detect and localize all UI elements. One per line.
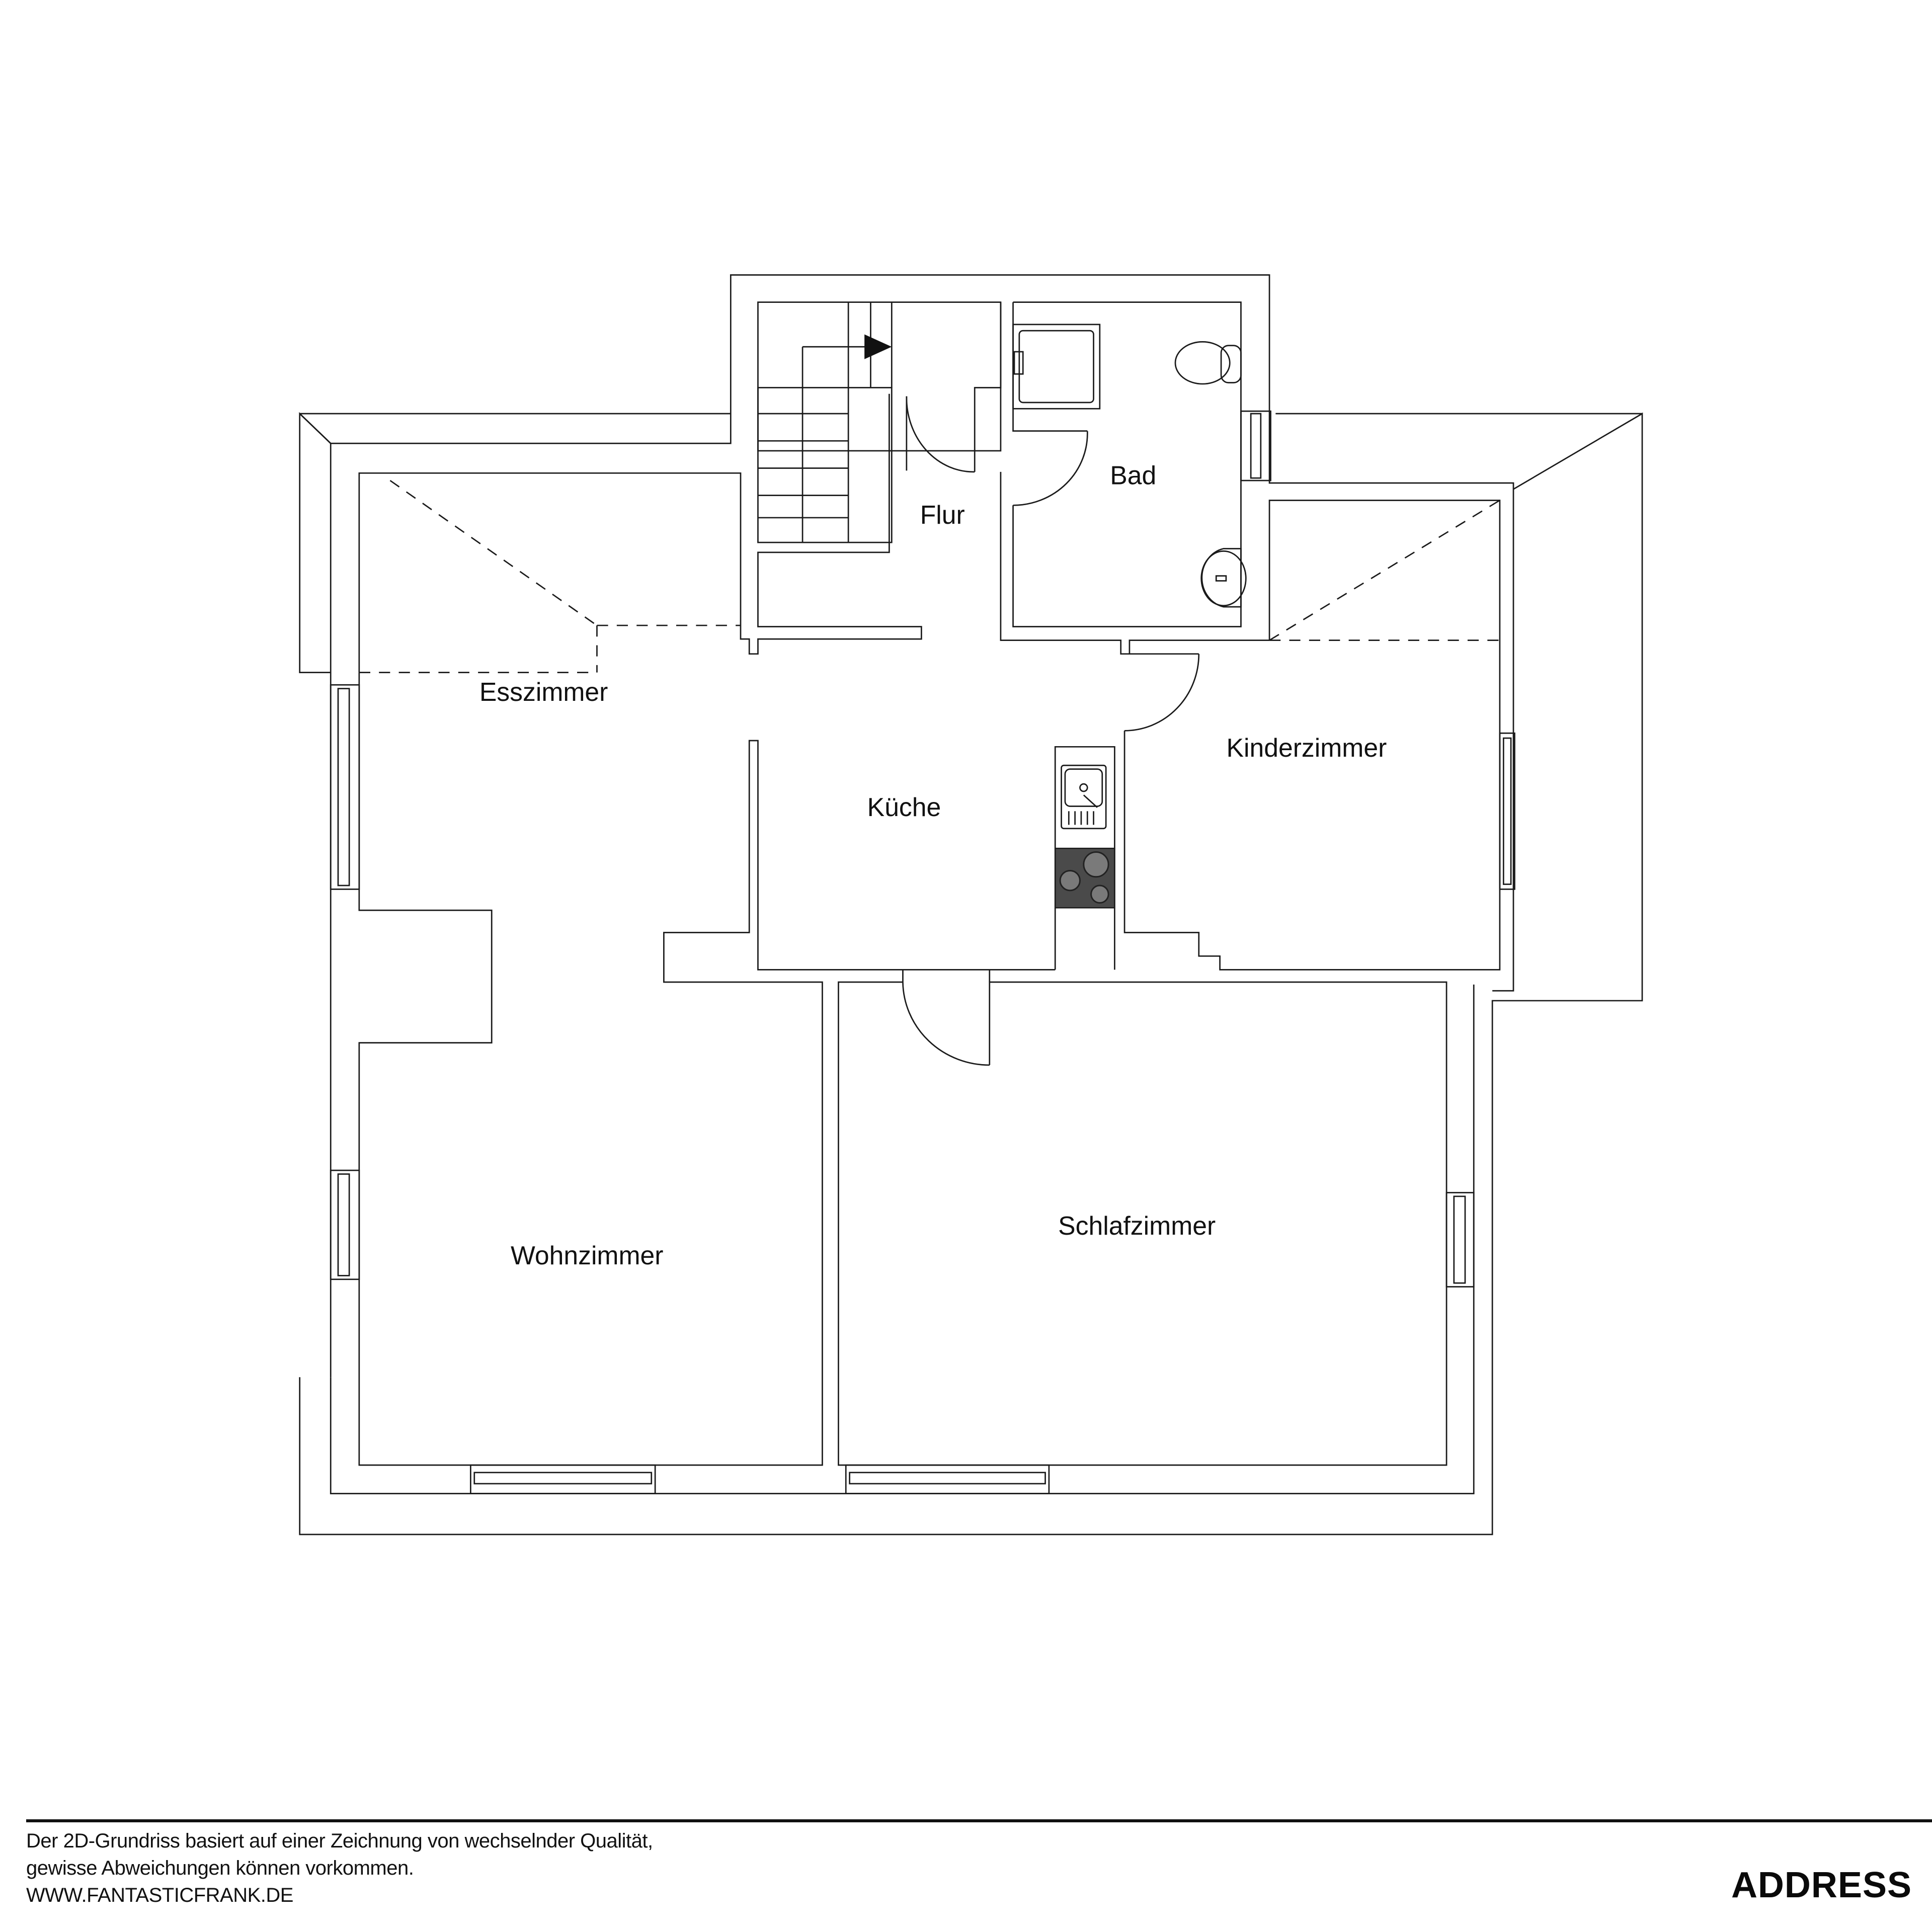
kitchen-sink-icon	[1061, 764, 1107, 830]
room-label-schlafzimmer: Schlafzimmer	[1058, 1211, 1216, 1240]
esszimmer-window	[330, 684, 360, 890]
bedroom-walls	[838, 970, 1447, 1466]
schlafzimmer-door-swing	[902, 982, 990, 1066]
kitchen-counter	[1054, 746, 1115, 970]
outer-outline	[299, 412, 1643, 1536]
flur-door[interactable]	[906, 302, 1002, 473]
room-label-esszimmer: Esszimmer	[479, 677, 608, 706]
sloped-ceiling-markers	[359, 479, 741, 673]
disclaimer: Der 2D-Grundriss basiert auf einer Zeich…	[26, 1827, 653, 1909]
staircase	[757, 301, 1002, 543]
footer-divider	[26, 1819, 1932, 1822]
living-dining-walls	[358, 393, 1056, 1466]
windows	[330, 684, 1475, 1494]
schlafzimmer-bottom-window	[845, 1464, 1050, 1494]
schlafzimmer-side-window	[1445, 1192, 1475, 1287]
bathroom-window	[1240, 410, 1271, 481]
room-label-bad: Bad	[1110, 460, 1156, 490]
wohnzimmer-bottom-window	[470, 1464, 656, 1494]
washbasin-icon	[1200, 548, 1247, 608]
address-label: ADDRESS	[1731, 1865, 1912, 1905]
kinderzimmer-window	[1499, 732, 1515, 890]
kinderzimmer-door-swing	[1124, 654, 1200, 732]
toilet-icon	[1174, 341, 1242, 385]
room-label-kinderzimmer: Kinderzimmer	[1227, 733, 1387, 762]
room-label-wohnzimmer: Wohnzimmer	[511, 1241, 664, 1270]
shower-icon	[1012, 324, 1101, 410]
room-label-flur: Flur	[920, 500, 965, 529]
bathroom	[1000, 301, 1271, 655]
stair-direction-arrow-icon	[864, 334, 892, 359]
disclaimer-line-2: gewisse Abweichungen können vorkommen.	[26, 1857, 414, 1879]
wohnzimmer-side-window	[330, 1169, 360, 1280]
bathroom-door-swing	[1013, 431, 1088, 506]
website-link[interactable]: WWW.FANTASTICFRANK.DE	[26, 1884, 293, 1906]
cooktop-icon	[1055, 847, 1115, 909]
exterior-walls	[330, 274, 1514, 1494]
kinderzimmer-walls	[1123, 500, 1515, 971]
disclaimer-line-1: Der 2D-Grundriss basiert auf einer Zeich…	[26, 1830, 653, 1852]
room-label-kueche: Küche	[867, 792, 941, 822]
